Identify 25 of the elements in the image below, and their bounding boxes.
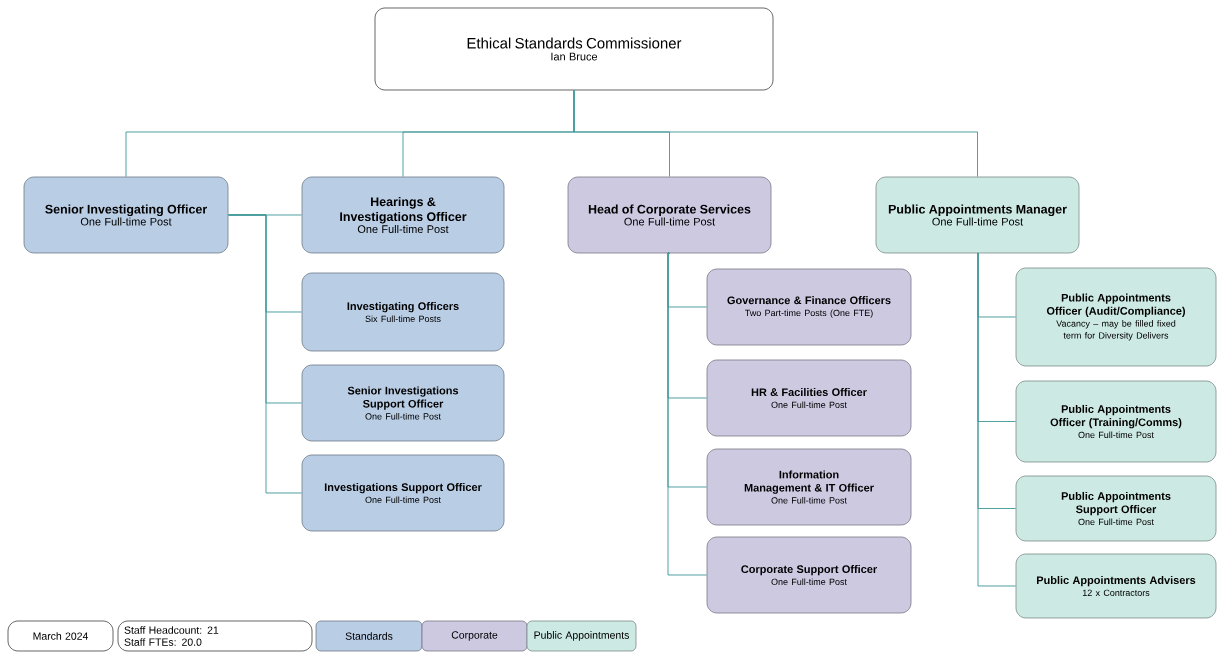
role-box: Public Appointments Officer (Training/Comms) One Full-time Post: [1015, 380, 1217, 463]
info-box: Staff Headcount: 21 Staff FTEs: 20.0: [117, 620, 313, 652]
role-box: Public Appointments Manager One Full-time Post: [875, 176, 1080, 254]
role-box: Governance & Finance Officers Two Part-time Posts (One FTE): [706, 268, 912, 346]
role-box: Hearings & Investigations Officer One Full-time Post: [301, 176, 505, 254]
connector-line: [667, 252, 708, 576]
role-box: Investigations Support Officer One Full-time Post: [301, 454, 505, 532]
role-box: Senior Investigating Officer One Full-time Post: [23, 176, 229, 254]
role-box: HR & Facilities Officer One Full-time Post: [706, 359, 912, 437]
connector-line: [977, 252, 1017, 587]
connector-line: [573, 89, 978, 178]
role-box: Senior Investigations Support Officer One Full-time Post: [301, 364, 505, 442]
role-box: Information Management & IT Officer One Full-time Post: [706, 448, 912, 526]
role-box: Public Appointments Officer (Audit/Compliance) Vacancy – may be filled fixed term for Diversity Delivers: [1015, 267, 1217, 367]
legend-label: Standards: [345, 632, 393, 640]
role-box: Public Appointments Support Officer One Full-time Post: [1015, 475, 1217, 542]
info-box: March 2024: [7, 620, 114, 652]
role-box: Head of Corporate Services One Full-time Post: [567, 176, 772, 254]
connector-line: [227, 214, 303, 494]
role-box: Public Appointments Advisers 12 x Contractors: [1015, 553, 1217, 619]
role-box: Corporate Support Officer One Full-time Post: [706, 536, 912, 614]
legend-label: Public Appointments: [534, 631, 629, 641]
commissioner-box: Ethical Standards Commissioner Ian Bruce: [374, 7, 774, 91]
role-box: Investigating Officers Six Full-time Posts: [301, 272, 505, 352]
legend-label: Corporate: [451, 631, 498, 641]
